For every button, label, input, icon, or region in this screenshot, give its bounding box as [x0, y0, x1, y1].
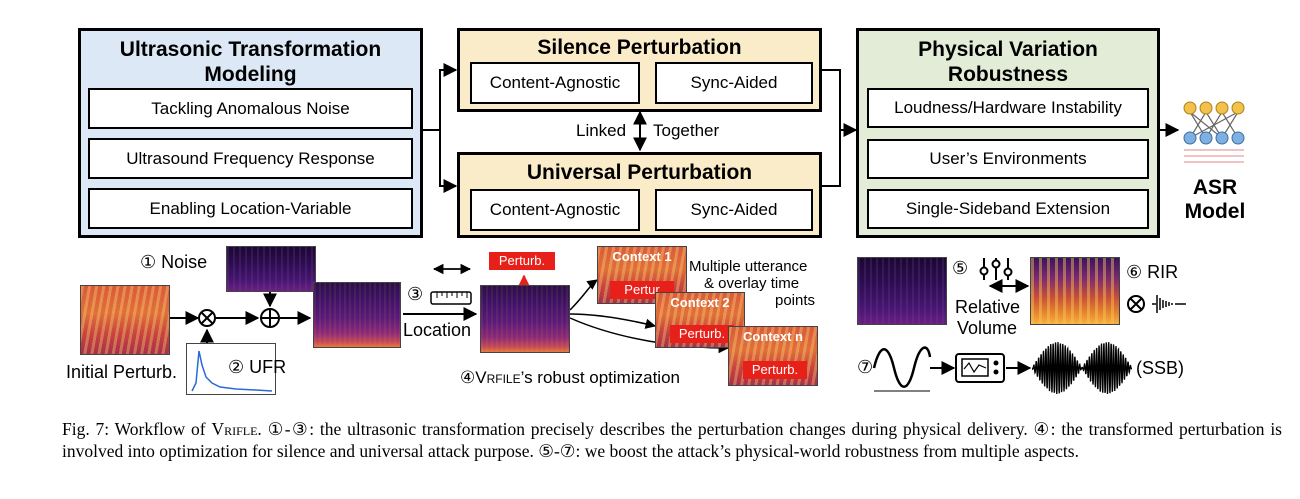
initial-perturb-label: Initial Perturb. — [66, 362, 178, 382]
relvol-num: ⑤ — [952, 258, 969, 278]
context-n-spectrogram: Context n Perturb. — [728, 326, 818, 386]
figure-caption: Fig. 7: Workflow of Vrifle. ①-③: the ult… — [62, 419, 1282, 461]
ufr-label: ② UFR — [228, 357, 287, 377]
pvr-item-1: Loudness/Hardware Instability — [867, 88, 1149, 128]
universal-title: Universal Perturbation — [526, 161, 753, 184]
utm-item-2: Ultrasound Frequency Response — [88, 138, 413, 179]
rir-label: ⑥ RIR — [1126, 262, 1179, 282]
noise-spectrogram — [226, 246, 316, 292]
context-1-label: Context 1 — [612, 249, 672, 264]
ssb-label: (SSB) — [1136, 358, 1185, 378]
utm-item-3: Enabling Location-Variable — [88, 188, 413, 229]
relvol-line-1: Relative — [955, 297, 1021, 317]
transformed-spectrogram — [313, 282, 401, 348]
relvol-line-2: Volume — [957, 318, 1018, 338]
location-label: Location — [403, 320, 472, 340]
universal-panel: Universal Perturbation Content-Agnostic … — [457, 152, 822, 238]
arrow-to-universal — [439, 130, 458, 193]
silence-panel: Silence Perturbation Content-Agnostic Sy… — [457, 28, 822, 112]
rir-spectrogram — [1030, 257, 1120, 325]
context-2-spectrogram: Context 2 Perturb. — [655, 292, 745, 348]
initial-perturbation-spectrogram — [80, 285, 170, 355]
silence-item-content: Content-Agnostic — [470, 62, 640, 104]
multi-line-2: & overlay time — [704, 275, 800, 292]
arrow-silence-to-pvr — [822, 69, 858, 137]
perturb-tag: Perturb. — [489, 252, 555, 270]
convolve-icon — [1127, 295, 1186, 313]
pvr-item-2: User’s Environments — [867, 139, 1149, 179]
context-n-perturb: Perturb. — [743, 361, 807, 379]
ssb-waveform-icon — [1032, 342, 1132, 394]
pvr-panel: Physical Variation Robustness Loudness/H… — [856, 28, 1160, 238]
ssb-num: ⑦ — [857, 357, 874, 377]
top-connectors — [420, 63, 1180, 193]
workflow-connectors — [170, 263, 1032, 375]
utm-panel: Ultrasonic Transformation Modeling Tackl… — [78, 28, 423, 238]
volume-spectrogram — [857, 257, 947, 325]
ufr-plot — [186, 343, 276, 395]
silence-item-sync: Sync-Aided — [655, 62, 813, 104]
arrow-to-silence — [420, 63, 458, 131]
multi-line-1: Multiple utterance — [689, 258, 808, 275]
noise-label: ① Noise — [140, 252, 208, 272]
together-label: Together — [653, 121, 720, 140]
sliders-icon — [979, 258, 1013, 280]
oscilloscope-icon — [955, 353, 1005, 383]
multi-line-3: points — [775, 292, 816, 309]
robust-optimization-label: ④Vrfile’s robust optimization — [460, 368, 680, 387]
location-num: ③ — [407, 284, 424, 304]
silence-title: Silence Perturbation — [537, 36, 742, 59]
asr-model-label: ASR Model — [1184, 176, 1246, 223]
universal-item-content: Content-Agnostic — [470, 189, 640, 231]
utm-item-1: Tackling Anomalous Noise — [88, 88, 413, 129]
sine-wave-icon — [872, 346, 932, 392]
context-2-label: Context 2 — [670, 295, 730, 310]
neural-network-icon — [1183, 101, 1245, 163]
context-n-label: Context n — [743, 329, 803, 344]
universal-item-sync: Sync-Aided — [655, 189, 813, 231]
pvr-item-3: Single-Sideband Extension — [867, 189, 1149, 229]
arrow-universal-to-pvr — [822, 130, 841, 187]
ruler-icon — [430, 291, 472, 305]
pvr-title: Physical Variation Robustness — [918, 38, 1098, 86]
linked-label: Linked — [576, 121, 627, 140]
perturbation-spectrogram — [480, 285, 570, 353]
context-2-perturb: Perturb. — [670, 325, 734, 343]
utm-title: Ultrasonic Transformation Modeling — [119, 38, 382, 86]
